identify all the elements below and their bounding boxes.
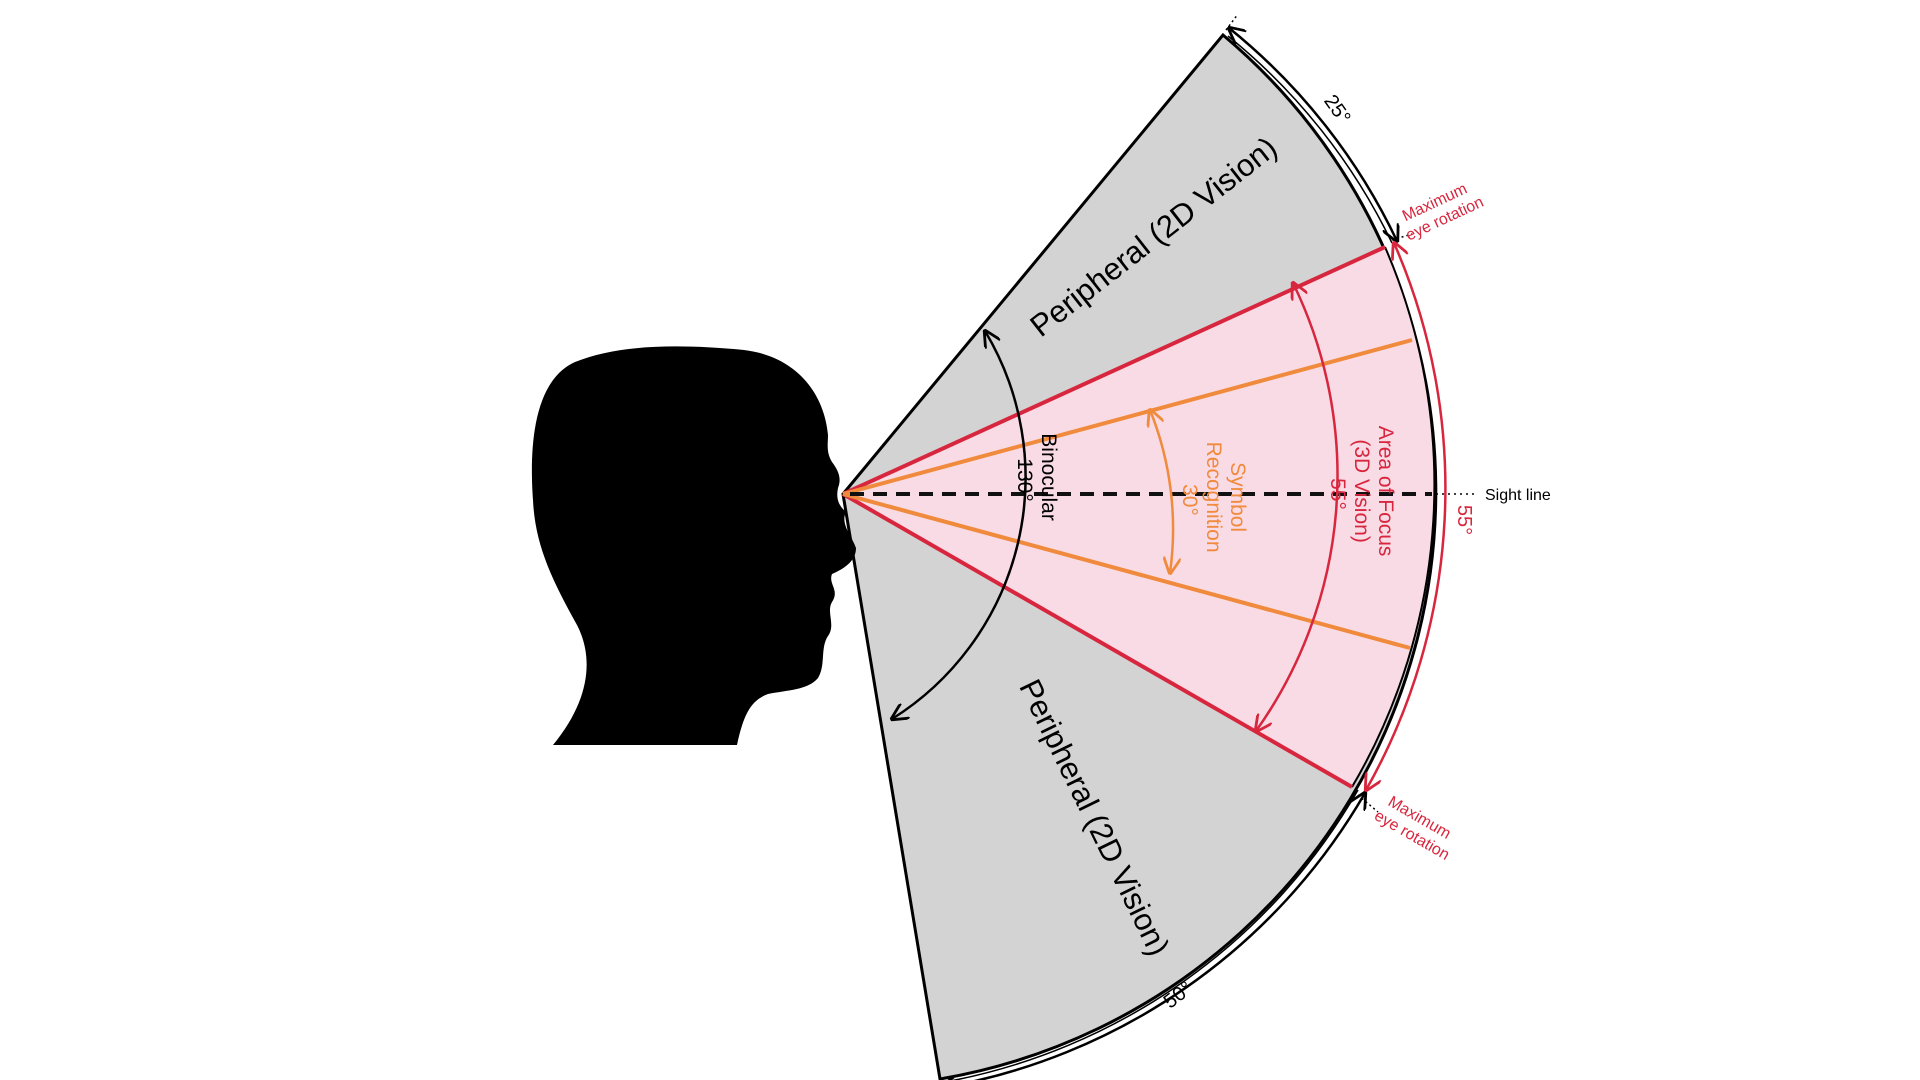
arc-binocular [892, 331, 1027, 719]
arc-50-outer [940, 793, 1365, 1080]
label-max-rotation-lower: Maximum eye rotation [1371, 791, 1461, 864]
tick-top [1225, 13, 1239, 31]
symbol-line3: 30° [1178, 484, 1201, 516]
arc-25-outer [1229, 28, 1397, 241]
arc-55-outer-red [1366, 243, 1447, 790]
label-angle-55-right: 55° [1453, 505, 1475, 535]
arc-symbol [1150, 410, 1173, 573]
binocular-line1: Binocular [1037, 433, 1060, 521]
tick-max-upper [1391, 233, 1413, 241]
binocular-line2: 130° [1013, 458, 1036, 501]
label-binocular: Binocular 130° [1013, 433, 1060, 526]
symbol-line1: Symbol [1226, 462, 1249, 532]
arc-50-inner [951, 789, 1359, 1080]
tick-max-lower [1357, 794, 1379, 813]
focus-line3: 55° [1326, 478, 1349, 510]
arc-25-inner [1227, 35, 1393, 244]
label-sight-line: Sight line [1485, 487, 1551, 504]
head-silhouette [531, 346, 856, 745]
arc-focus [1256, 283, 1339, 731]
label-symbol: Symbol Recognition 30° [1178, 442, 1249, 559]
focus-line1: Area of Focus [1374, 426, 1397, 557]
focus-line2: (3D Vision) [1350, 439, 1373, 542]
label-max-rotation-upper: Maximum eye rotation [1395, 176, 1486, 244]
symbol-line2: Recognition [1202, 442, 1225, 553]
label-focus: Area of Focus (3D Vision) 55° [1326, 426, 1397, 563]
